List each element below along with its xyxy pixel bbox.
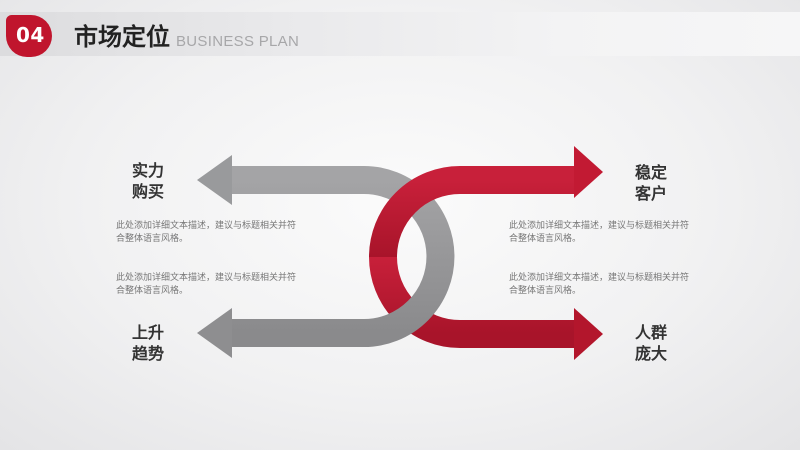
description-left-1: 此处添加详细文本描述，建议与标题相关并符 合整体语言风格。 — [116, 220, 296, 246]
label-bottom-right-line1: 人群 — [634, 323, 667, 342]
label-bottom-left-line1: 上升 — [131, 323, 164, 342]
label-top-right-line2: 客户 — [634, 184, 667, 203]
gray-arrowhead-top — [197, 155, 232, 205]
label-bottom-right: 人群 庞大 — [616, 322, 686, 364]
description-left-1-line2: 合整体语言风格。 — [116, 234, 189, 244]
description-right-1-line1: 此处添加详细文本描述，建议与标题相关并符 — [509, 221, 689, 231]
label-bottom-right-line2: 庞大 — [634, 344, 667, 363]
label-top-right: 稳定 客户 — [616, 162, 686, 204]
description-right-1-line2: 合整体语言风格。 — [509, 234, 582, 244]
section-number: 04 — [16, 23, 45, 47]
description-right-2-line2: 合整体语言风格。 — [509, 286, 582, 296]
page-subtitle: BUSINESS PLAN — [176, 33, 300, 50]
description-right-1: 此处添加详细文本描述，建议与标题相关并符 合整体语言风格。 — [509, 220, 689, 246]
red-path-upper — [369, 166, 575, 258]
description-left-2-line1: 此处添加详细文本描述，建议与标题相关并符 — [116, 273, 296, 283]
label-top-left-line2: 购买 — [131, 182, 164, 201]
label-top-left: 实力 购买 — [113, 160, 183, 202]
label-bottom-left: 上升 趋势 — [113, 322, 183, 364]
description-right-2: 此处添加详细文本描述，建议与标题相关并符 合整体语言风格。 — [509, 272, 689, 298]
red-arrowhead-bottom — [574, 308, 603, 360]
gray-arrowhead-bottom — [197, 308, 232, 358]
description-left-1-line1: 此处添加详细文本描述，建议与标题相关并符 — [116, 221, 296, 231]
label-bottom-left-line2: 趋势 — [131, 344, 164, 363]
page-title: 市场定位 — [74, 23, 170, 51]
description-left-2-line2: 合整体语言风格。 — [116, 286, 189, 296]
gray-path — [230, 166, 455, 347]
label-top-left-line1: 实力 — [131, 161, 164, 180]
description-left-2: 此处添加详细文本描述，建议与标题相关并符 合整体语言风格。 — [116, 272, 296, 298]
label-top-right-line1: 稳定 — [634, 163, 667, 182]
description-right-2-line1: 此处添加详细文本描述，建议与标题相关并符 — [509, 273, 689, 283]
section-number-badge — [6, 15, 52, 57]
header-band — [0, 12, 800, 56]
red-arrowhead-top — [574, 146, 603, 198]
